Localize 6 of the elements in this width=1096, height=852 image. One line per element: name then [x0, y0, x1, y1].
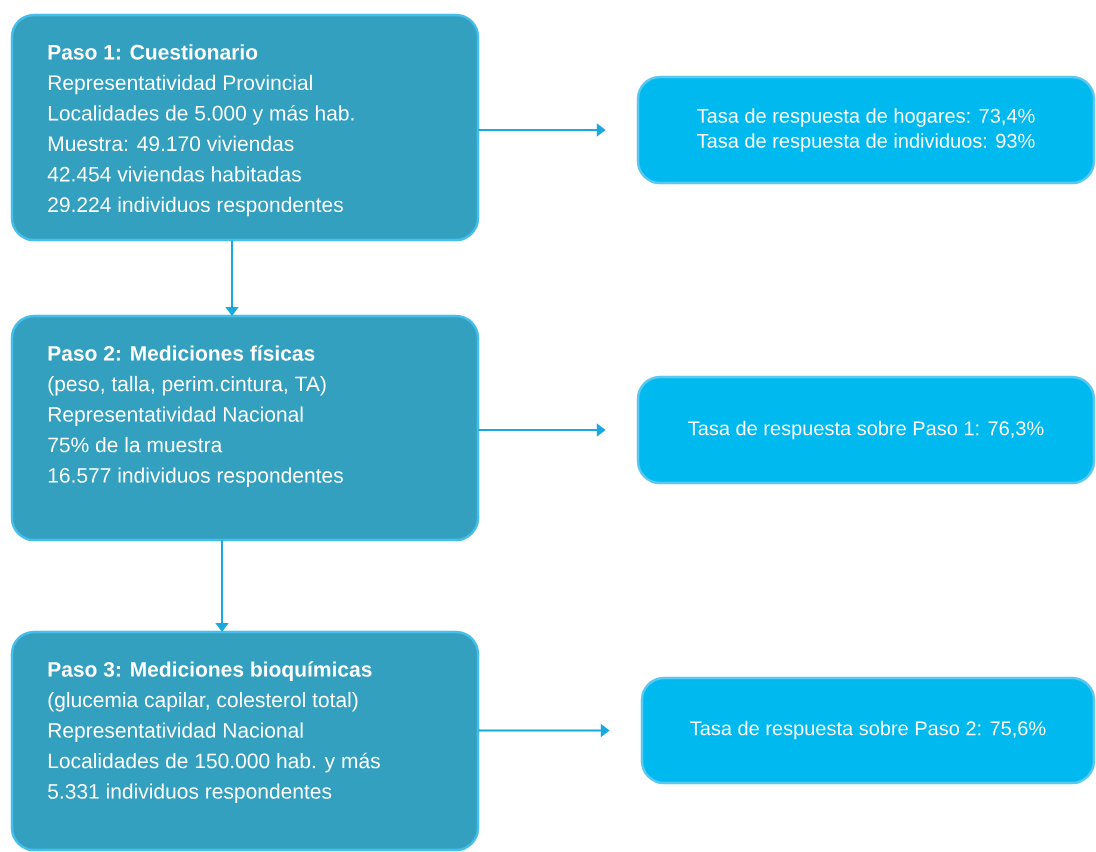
result-box: Tasa de respuesta sobre Paso 1: 76,3% — [636, 375, 1096, 485]
result-box: Tasa de respuesta sobre Paso 2: 75,6% — [640, 676, 1096, 785]
step-box: Paso 2: Mediciones físicas (peso, talla, perim.cintura, TA) Representatividad Nacional 75% de la muestra 16.577 individuos respondentes — [10, 314, 480, 542]
step-box: Paso 3: Mediciones bioquímicas (glucemia capilar, colesterol total) Representatividad Nacional Localidades de 150.000 hab. y más 5.331 individuos respondentes — [10, 630, 480, 852]
result-box: Tasa de respuesta de hogares: 73,4% Tasa de respuesta de individuos: 93% — [636, 75, 1096, 185]
step-box: Paso 1: Cuestionario Representatividad Provincial Localidades de 5.000 y más hab. Muestra: 49.170 viviendas 42.454 viviendas habitadas 29.224 individuos respondentes — [10, 13, 480, 242]
